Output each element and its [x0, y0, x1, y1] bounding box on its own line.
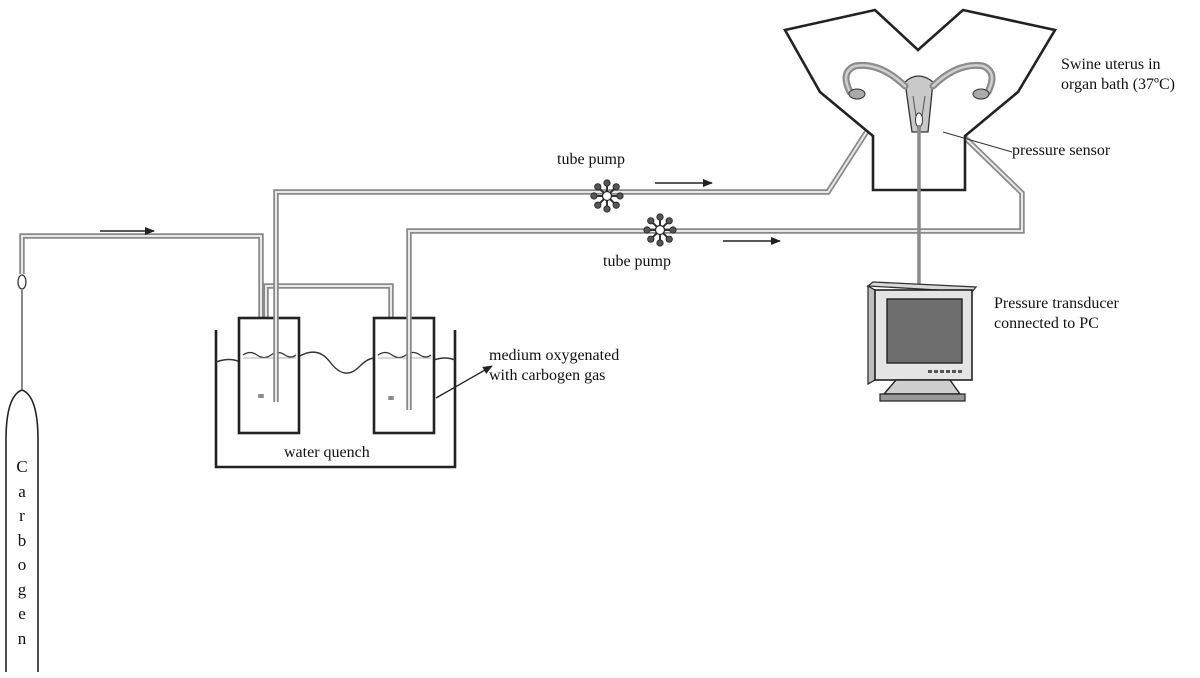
gas-label-letter: g [17, 579, 27, 599]
gas-label-letter: e [18, 604, 26, 623]
tube-pump-upper-label: tube pump [557, 151, 625, 168]
gas-label-letter: C [16, 457, 28, 476]
gas-label-letter: o [17, 555, 27, 574]
pump-rotor-icon [590, 179, 624, 213]
gas-label-letter: r [19, 506, 25, 525]
transducer-label-line1: Pressure transducer [994, 295, 1119, 312]
gas-label-letter: b [17, 530, 27, 550]
uterus-label-line2: organ bath (37ºC) [1061, 76, 1175, 93]
cylinder-valve [17, 274, 27, 290]
medium-container-left [237, 316, 301, 435]
medium-container-right [372, 316, 436, 435]
water-quench-label: water quench [284, 444, 370, 461]
water-quench-bath [214, 330, 457, 469]
pressure-sensor-label: pressure sensor [1012, 142, 1111, 159]
uterus-icon [842, 61, 996, 133]
pressure-sensor-pointer [942, 131, 1013, 153]
transducer-label-line2: connected to PC [994, 315, 1099, 332]
medium-label-line1: medium oxygenated [489, 347, 620, 364]
monitor-icon [866, 281, 978, 402]
gas-supply-tube [19, 233, 264, 396]
medium-label-pointer [435, 365, 493, 399]
gas-label-letter: a [18, 481, 26, 501]
gas-label-letter: n [17, 628, 27, 648]
uterus-label-line1: Swine uterus in [1061, 56, 1161, 73]
medium-label-line2: with carbogen gas [489, 367, 606, 384]
pump-rotor-icon [643, 213, 677, 247]
tube-pump-lower-label: tube pump [603, 253, 671, 270]
